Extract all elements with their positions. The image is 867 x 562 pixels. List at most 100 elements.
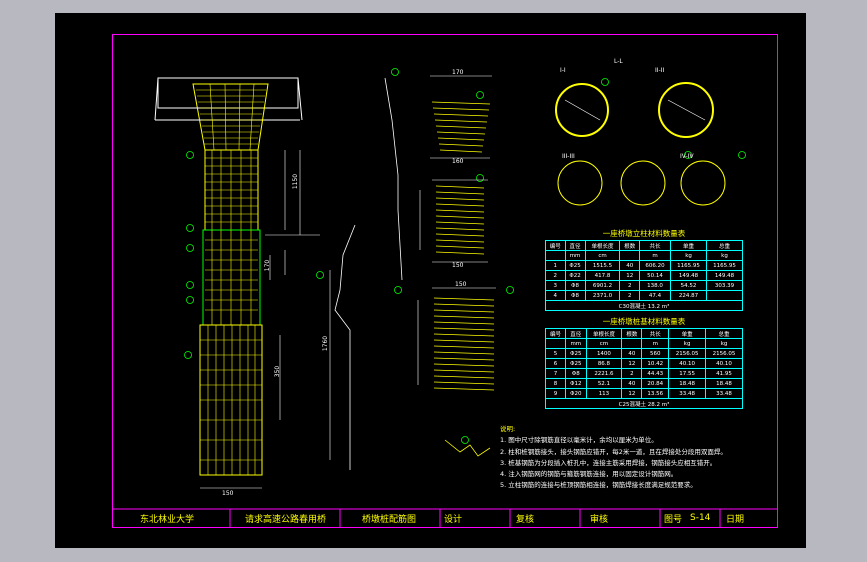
flared-head bbox=[192, 83, 269, 151]
table-header-cell: 总重 bbox=[706, 240, 743, 251]
dim-text: 1760 bbox=[322, 335, 330, 352]
table-cell: Φ8 bbox=[565, 368, 587, 379]
table-header-cell: 编号 bbox=[544, 328, 567, 339]
table-cell: C25混凝土 28.2 m³ bbox=[545, 398, 743, 409]
dimension-lines bbox=[200, 150, 331, 489]
drawing-frame bbox=[112, 34, 778, 528]
table-cell: cm bbox=[584, 250, 621, 261]
dim-text: 150 bbox=[222, 490, 234, 497]
table-row: 4 Φ8 2371.0 2 47.4 224.87 bbox=[545, 290, 743, 301]
note-item: 3. 桩基钢筋为分段插入桩孔中，连接主筋采用焊接，钢筋接头应相互错开。 bbox=[500, 458, 717, 467]
table-cell: Φ8 bbox=[564, 290, 586, 301]
table-cell: 18.48 bbox=[668, 378, 707, 389]
table-cell: mm bbox=[565, 338, 587, 349]
table-cell: 6901.2 bbox=[584, 280, 621, 291]
spiral-detail-1 bbox=[431, 101, 491, 153]
dim-text: 160 bbox=[452, 158, 464, 165]
cross-section-I bbox=[555, 83, 609, 137]
dim-text: 350 bbox=[274, 365, 282, 378]
note-item: 5. 立柱钢筋的连接与桩顶钢筋相连接，钢筋焊接长度满足规范要求。 bbox=[500, 481, 697, 490]
check-label: 审核 bbox=[590, 514, 609, 525]
review-label: 复核 bbox=[516, 514, 535, 525]
table-cell: Φ25 bbox=[564, 260, 586, 271]
table-header-cell: 共长 bbox=[641, 328, 670, 339]
table-header-cell: 直径 bbox=[564, 240, 586, 251]
spiral-dimension-lines bbox=[417, 75, 496, 385]
table-cell: 303.39 bbox=[706, 280, 743, 291]
notes-heading: 说明: bbox=[500, 425, 516, 433]
bent-bar-details bbox=[334, 77, 403, 470]
title-block-lines bbox=[112, 508, 778, 528]
table-cell bbox=[619, 250, 641, 261]
table-cell: 12 bbox=[619, 270, 641, 281]
table-cell: 3 bbox=[545, 280, 566, 291]
table-cell: 1515.5 bbox=[584, 260, 621, 271]
table-cell: 40.10 bbox=[705, 358, 743, 369]
table-cell: 7 bbox=[544, 368, 567, 379]
material-table-pile: 一座桥墩桩基材料数量表 编号 直径 单根长度 根数 共长 单重 总重 mm cm… bbox=[544, 316, 743, 409]
table-cell: kg bbox=[705, 338, 743, 349]
table-row: 8 Φ12 52.1 40 20.84 18.48 18.48 bbox=[544, 378, 743, 389]
cross-section-II bbox=[658, 82, 714, 138]
table-row: 7 Φ8 2221.6 2 44.43 17.55 41.95 bbox=[544, 368, 743, 379]
table-cell bbox=[621, 338, 643, 349]
table-total-row: C30混凝土 13.2 m³ bbox=[545, 300, 743, 311]
school-name: 东北林业大学 bbox=[140, 514, 195, 525]
spiral-detail-3 bbox=[433, 297, 495, 391]
table-cell: 10.42 bbox=[641, 358, 670, 369]
table-header-row: 编号 直径 单根长度 根数 共长 单重 总重 bbox=[544, 328, 743, 339]
spiral-detail-2 bbox=[435, 185, 485, 255]
table-cell: Φ12 bbox=[565, 378, 587, 389]
table-cell: 606.20 bbox=[639, 260, 672, 271]
table-cell: Φ25 bbox=[565, 348, 587, 359]
table-cell: Φ8 bbox=[564, 280, 586, 291]
table-cell: 40.10 bbox=[668, 358, 707, 369]
table-cell: m bbox=[641, 338, 670, 349]
table-cell: 149.48 bbox=[670, 270, 708, 281]
table-header-cell: 单根长度 bbox=[585, 328, 623, 339]
note-item: 2. 柱和桩钢筋接头，接头钢筋应错开，每2米一道，且在焊接处分段用双面焊。 bbox=[500, 447, 727, 456]
date-label: 日期 bbox=[726, 514, 745, 525]
table-cell: cm bbox=[585, 338, 623, 349]
cross-section-III bbox=[557, 160, 726, 206]
table-cell: 86.8 bbox=[585, 358, 623, 369]
table-caption: 一座桥墩桩基材料数量表 bbox=[602, 317, 686, 326]
table-header-cell: 根数 bbox=[621, 328, 643, 339]
table-cell: 138.0 bbox=[639, 280, 672, 291]
table-cell: Φ22 bbox=[564, 270, 586, 281]
table-cell: 6 bbox=[544, 358, 567, 369]
table-row: 2 Φ22 417.8 12 50.14 149.48 149.48 bbox=[545, 270, 743, 281]
table-row: 3 Φ8 6901.2 2 138.0 54.52 303.39 bbox=[545, 280, 743, 291]
table-row: 5 Φ25 1400 40 560 2156.05 2156.05 bbox=[544, 348, 743, 359]
table-cell: 224.87 bbox=[670, 290, 708, 301]
table-cell: kg bbox=[668, 338, 707, 349]
section-label: II-II bbox=[655, 67, 665, 74]
table-cell: 33.48 bbox=[668, 388, 707, 399]
table-cell: 113 bbox=[585, 388, 623, 399]
table-row: 1 Φ25 1515.5 40 606.20 1165.95 1165.95 bbox=[545, 260, 743, 271]
note-item: 1. 图中尺寸除钢筋直径以毫米计，余均以厘米为单位。 bbox=[500, 436, 658, 445]
design-label: 设计 bbox=[444, 514, 463, 525]
dim-text: 150 bbox=[452, 262, 464, 269]
table-cell: 13.56 bbox=[641, 388, 670, 399]
table-cell: 2 bbox=[619, 280, 641, 291]
section-label: IV-IV bbox=[680, 153, 694, 160]
table-cell: 2 bbox=[619, 290, 641, 301]
table-cell: 1165.95 bbox=[670, 260, 708, 271]
table-cell: 9 bbox=[544, 388, 567, 399]
table-cell: 20.84 bbox=[641, 378, 670, 389]
table-cell: 17.55 bbox=[668, 368, 707, 379]
table-cell bbox=[545, 250, 566, 261]
table-cell: 54.52 bbox=[670, 280, 708, 291]
table-cell: 47.4 bbox=[639, 290, 672, 301]
table-cell: kg bbox=[670, 250, 708, 261]
dim-text: 150 bbox=[455, 281, 467, 288]
table-cell: 149.48 bbox=[706, 270, 743, 281]
table-cell: 1 bbox=[545, 260, 566, 271]
pile-bars bbox=[200, 325, 262, 475]
table-cell: C30混凝土 13.2 m³ bbox=[545, 300, 743, 311]
table-header-cell: 直径 bbox=[565, 328, 587, 339]
table-row: 6 Φ25 86.8 12 10.42 40.10 40.10 bbox=[544, 358, 743, 369]
table-cell: 41.95 bbox=[705, 368, 743, 379]
reference-markers bbox=[184, 68, 746, 444]
